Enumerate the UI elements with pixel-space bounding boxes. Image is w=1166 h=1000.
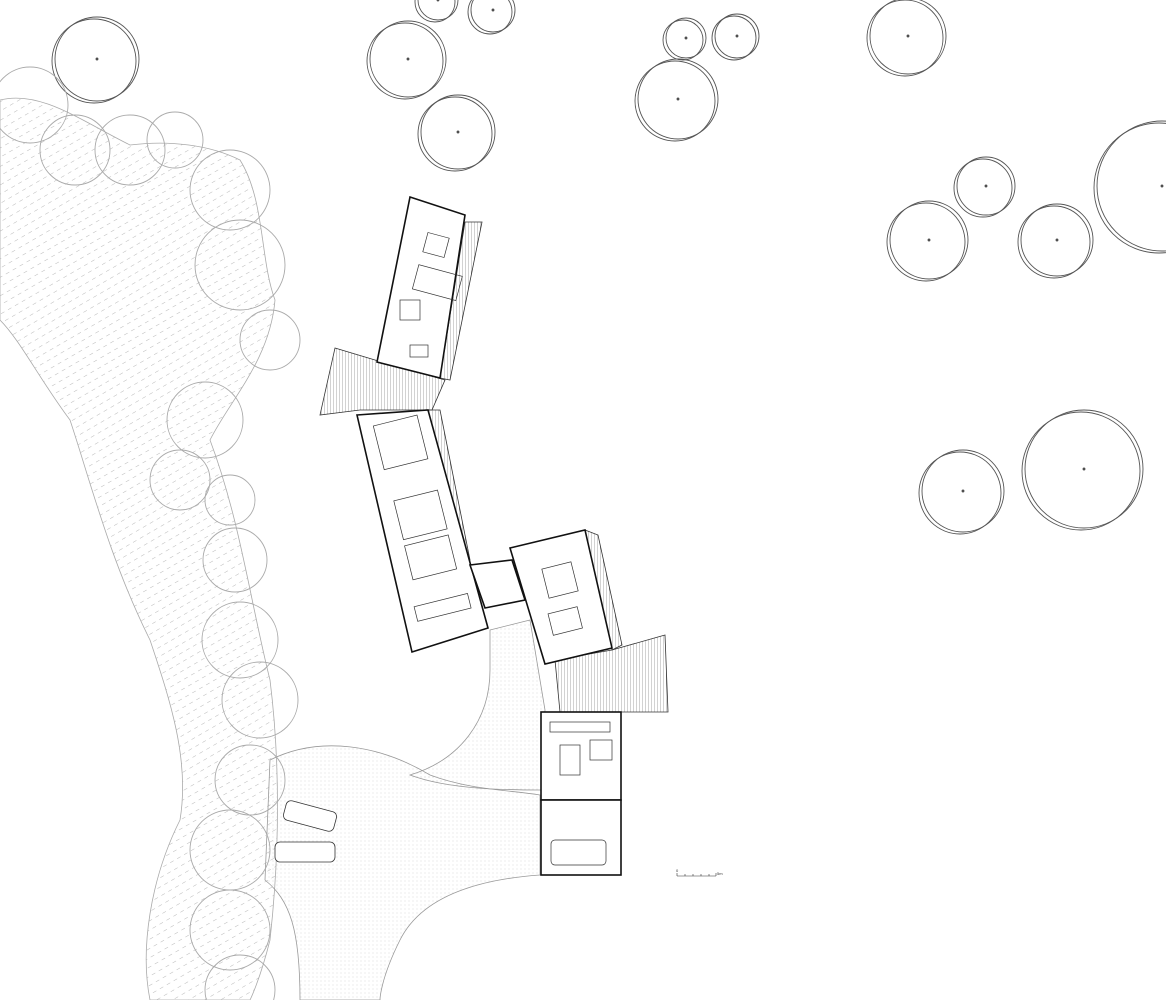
wing-north [376,195,466,379]
tree-canopy [414,0,456,23]
forest-tree-canopy [189,889,271,971]
tree-canopy [54,16,140,102]
tree-trunk [1160,184,1164,188]
living-pavilion [508,529,613,665]
tree-canopy [953,158,1013,218]
wing-bedrooms [356,409,489,654]
tree-canopy [918,451,1002,535]
tree-trunk [927,238,931,242]
kitchen-wing [540,711,622,801]
forest-tree-canopy [204,954,276,1000]
tree-canopy [369,20,447,98]
tree-canopy [1020,203,1094,277]
tree-trunk [676,97,680,101]
tree-trunk [1082,467,1086,471]
forest-tree-canopy [166,381,244,459]
tree-trunk [961,489,965,493]
forest-tree-canopy [189,149,271,231]
tree-canopy [665,17,707,59]
tree-canopy [711,15,757,61]
tree-canopy [420,94,496,170]
tree-canopy [1096,120,1166,252]
driveway [264,745,541,1000]
tree-trunk [984,184,988,188]
building [356,195,622,876]
tree-canopy [1093,122,1166,254]
forest-tree-canopy [239,309,301,371]
scale-start-label: 0 [676,868,679,873]
parked-cars [274,800,337,863]
forest-tree-canopy [39,114,111,186]
path-to-house [408,619,546,791]
tree-canopy [886,202,966,282]
tree-canopy [1021,411,1141,531]
tree-canopy [714,13,760,59]
tree-canopy [417,0,459,21]
tree-canopy [921,449,1005,533]
forest-area [0,97,278,1000]
tree-canopy [51,18,137,104]
tree-trunk [95,57,99,61]
tree-trunk [1055,238,1059,242]
tree-canopy [889,200,969,280]
tree-canopy [470,0,516,33]
interior-details [372,232,613,866]
forest-tree-canopy [194,219,286,311]
tree-trunk [906,34,910,38]
forest-tree-canopy [202,527,268,593]
tree-trunk [491,8,495,12]
tree-canopy [1024,409,1144,529]
scale-bar [676,873,717,877]
tree-canopy [869,0,947,75]
tree-canopy [634,60,716,142]
tree-trunk [684,36,688,40]
tree-canopy [866,0,944,77]
forest-tree-canopy [204,474,256,526]
forest-tree-canopy [146,111,204,169]
tree-canopy [467,0,513,35]
forest-tree-canopy [0,66,69,144]
forest-tree-canopy [94,114,166,186]
tree-trunk [456,130,460,134]
forest-tree-canopy [221,661,299,739]
forest-tree-canopy [149,449,211,511]
tree-canopy [417,96,493,172]
tree-canopy [366,22,444,100]
forest-tree-canopy [201,601,279,679]
tree-trunk [436,0,440,2]
tree-trunk [735,34,739,38]
tree-canopy [956,156,1016,216]
tree-trunk [406,57,410,61]
scale-end-label: 5m [717,871,723,876]
deck-living [554,634,669,713]
tree-canopy [662,19,704,61]
garage [540,799,622,876]
tree-canopy [1017,205,1091,279]
